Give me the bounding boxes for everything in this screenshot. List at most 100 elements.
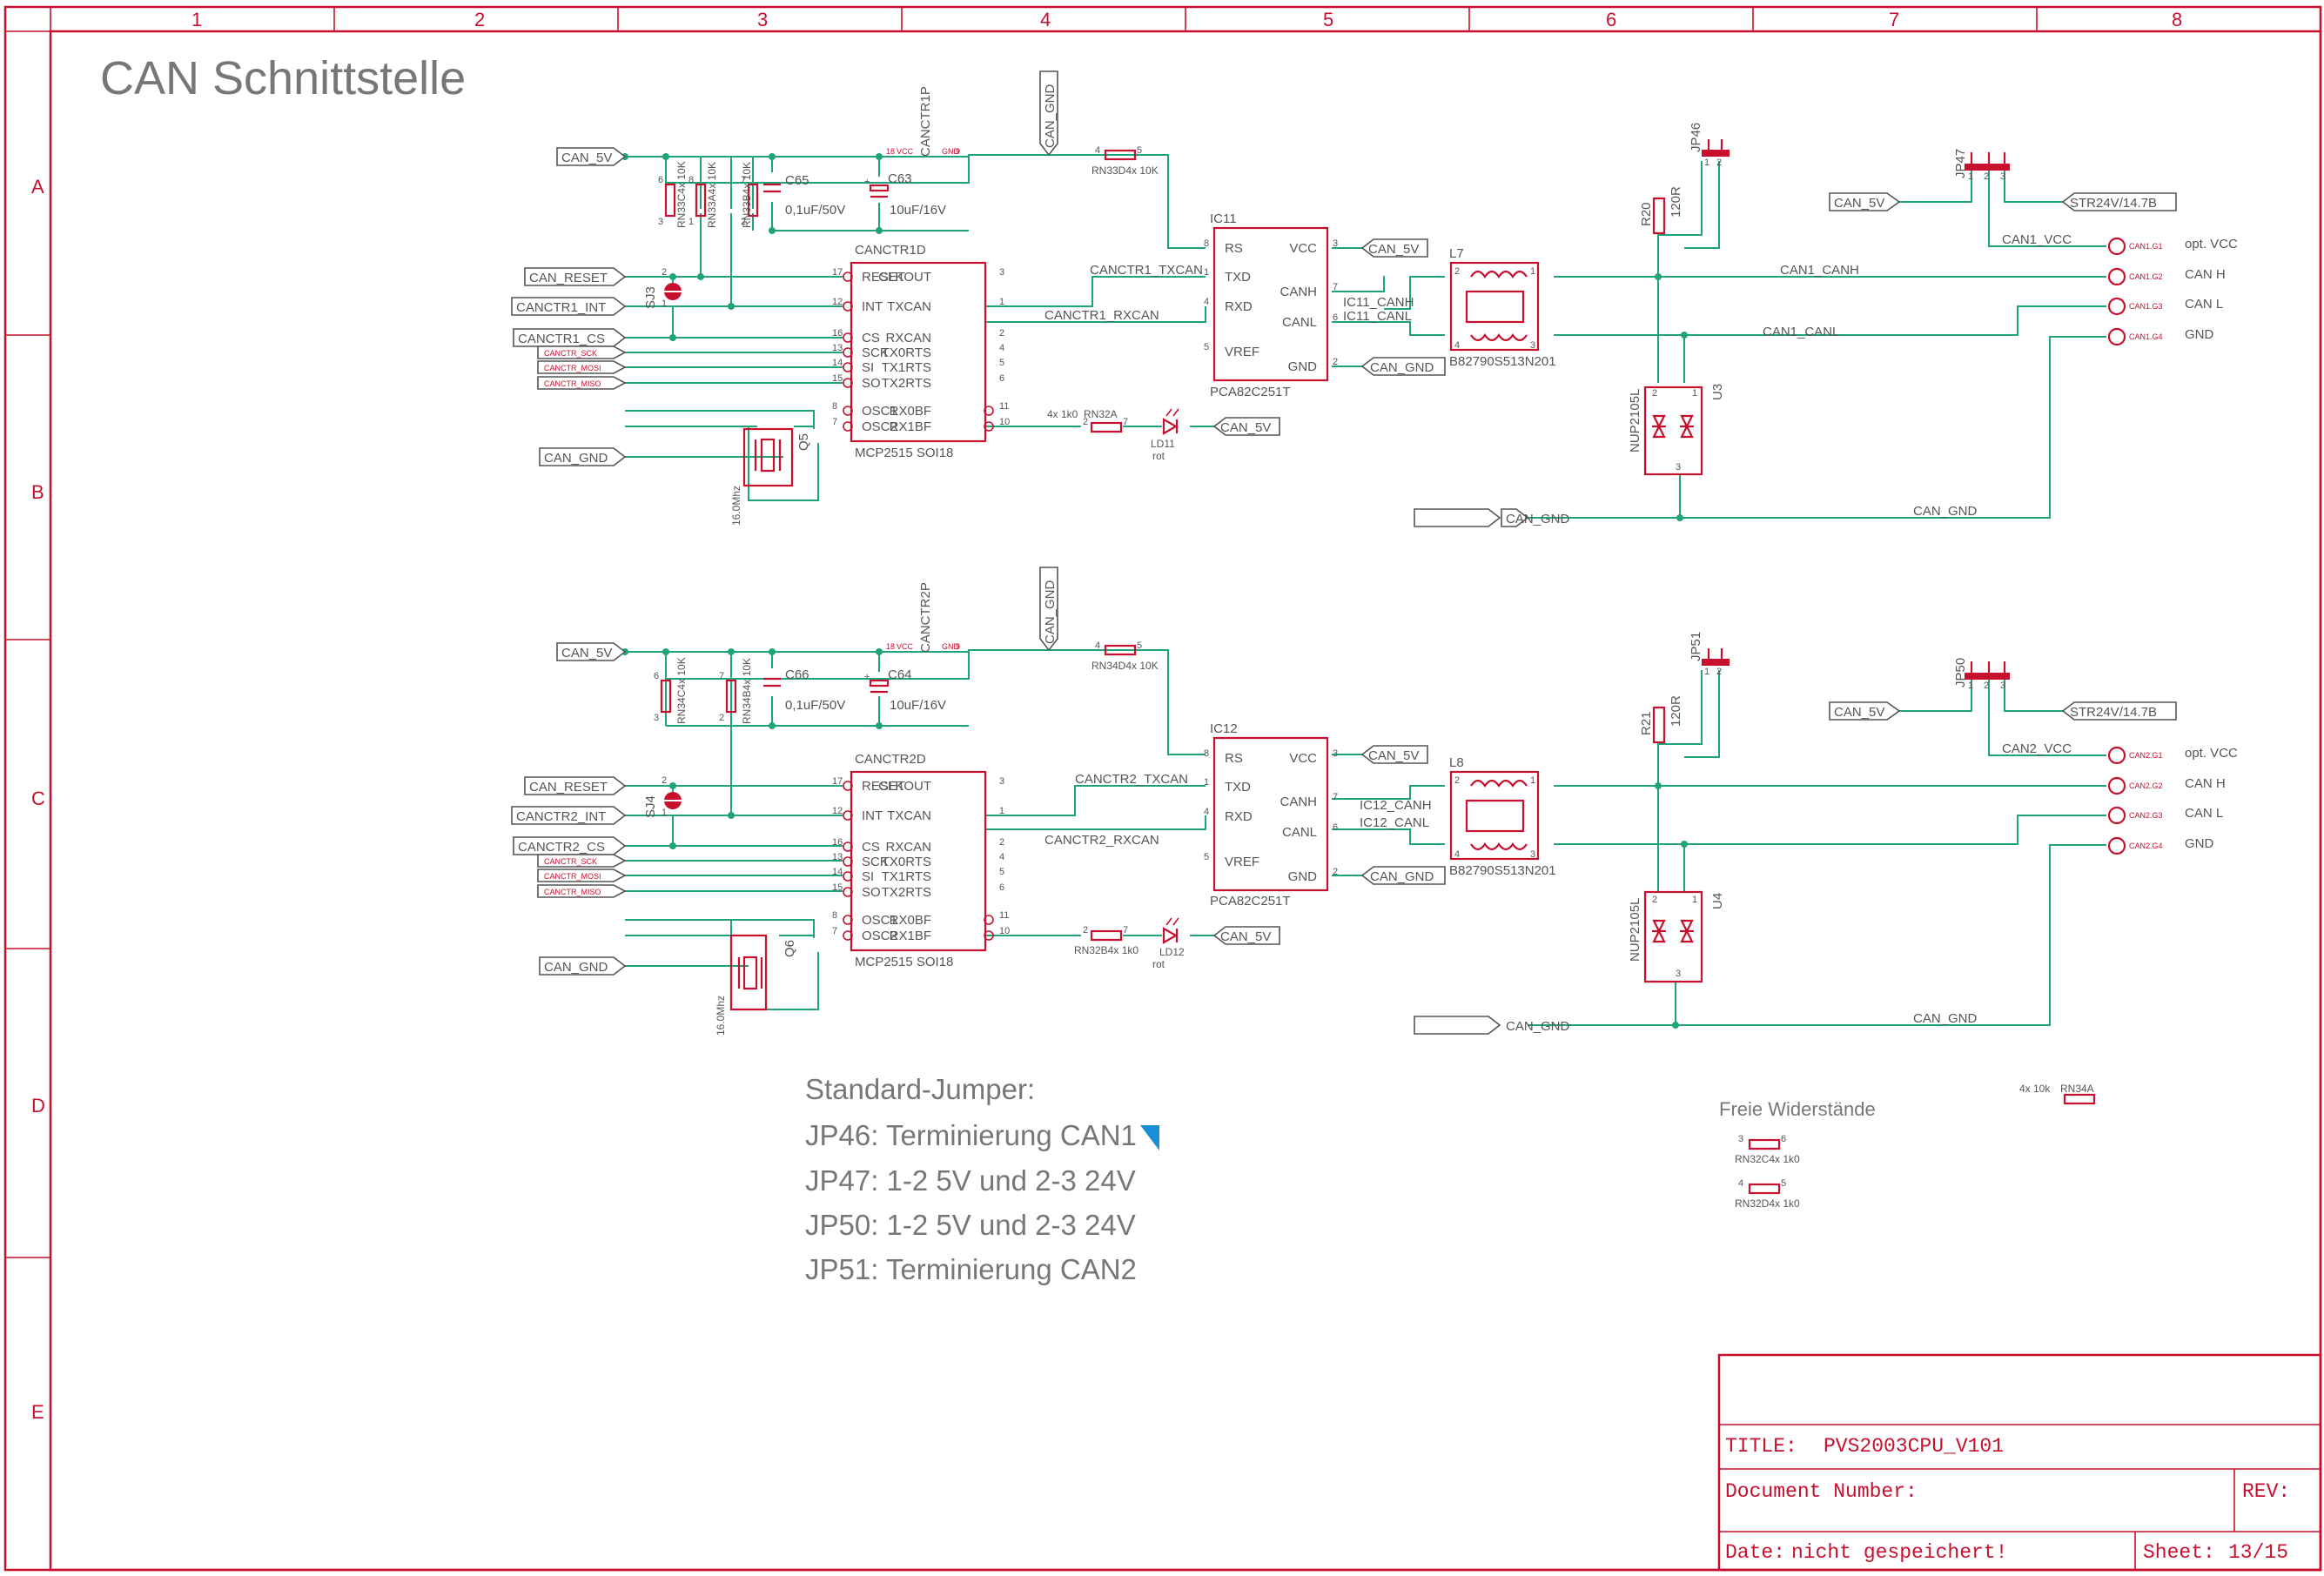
pin-name: INT — [862, 808, 883, 823]
pin-name: SCK — [862, 345, 889, 360]
notes-line-3: JP50: 1-2 5V und 2-3 24V — [805, 1209, 1136, 1241]
pin-number: 16 — [832, 837, 843, 848]
svg-text:CANCTR1_CS: CANCTR1_CS — [518, 332, 605, 346]
svg-text:RN32D4x 1k0: RN32D4x 1k0 — [1735, 1197, 1800, 1210]
svg-text:7: 7 — [719, 671, 724, 681]
svg-text:CANCTR_SCK: CANCTR_SCK — [544, 857, 597, 866]
svg-text:1: 1 — [688, 217, 694, 227]
svg-text:18: 18 — [886, 642, 895, 651]
svg-text:5: 5 — [1781, 1178, 1786, 1189]
pin-number: 1 — [999, 806, 1004, 816]
pin-number: 17 — [832, 267, 843, 278]
pin-name: CS — [862, 840, 880, 855]
document-number-label: Document Number: — [1725, 1480, 1918, 1503]
net-flag-can-gnd-top: CAN_GND — [1039, 70, 1058, 157]
free-resistors-heading: Freie Widerstände — [1719, 1098, 1876, 1120]
resistor-rn33b: 72 RN33B4x 10K — [741, 162, 759, 228]
net-label-can2-vcc: CAN2_VCC — [2002, 741, 2072, 756]
svg-text:4x 1k0: 4x 1k0 — [1047, 408, 1078, 420]
svg-text:CAN_RESET: CAN_RESET — [529, 271, 608, 285]
wires-channel-2 — [625, 618, 2106, 1026]
col-label-1: 1 — [191, 9, 202, 30]
svg-text:7: 7 — [1123, 417, 1128, 427]
ic-canctr1d-mcp2515: CANCTR1D MCP2515 SOI18 — [850, 243, 987, 460]
pin-number: 6 — [1333, 822, 1338, 833]
connector-pin-label: GND — [2185, 836, 2214, 851]
pin-number: 6 — [999, 373, 1004, 384]
connector-pin — [2107, 806, 2126, 825]
connector-pin — [2107, 836, 2126, 855]
net-flag-can-5v-pca: CAN_5V — [1360, 238, 1428, 258]
svg-text:6: 6 — [658, 175, 663, 185]
svg-text:5: 5 — [1137, 640, 1142, 651]
pin-name: TXD — [1225, 780, 1251, 795]
sheet-value: 13/15 — [2228, 1541, 2288, 1564]
pin-name: CLKOUT — [878, 779, 931, 794]
pin-number: 7 — [832, 926, 837, 936]
svg-text:CAN_5V: CAN_5V — [1220, 420, 1271, 435]
wires-channel-1 — [625, 120, 2106, 519]
svg-text:2: 2 — [719, 713, 724, 723]
pin-name: CANL — [1282, 315, 1317, 330]
connector-pin-id: CAN2.G4 — [2129, 842, 2163, 850]
svg-text:RN34D4x 10K: RN34D4x 10K — [1091, 660, 1159, 672]
svg-text:2: 2 — [1652, 388, 1657, 399]
svg-text:STR24V/14.7B: STR24V/14.7B — [2070, 705, 2157, 720]
svg-text:JP50: JP50 — [1953, 658, 1968, 687]
row-label-a: A — [31, 176, 44, 198]
resistor-r20: R20 120R — [1639, 186, 1683, 235]
svg-text:RN33C4x 10K: RN33C4x 10K — [675, 161, 688, 228]
pin-name: RX0BF — [890, 913, 931, 928]
svg-text:2: 2 — [1083, 925, 1088, 936]
pin-number: 3 — [1333, 238, 1338, 249]
row-label-e: E — [31, 1401, 44, 1423]
pin-name: RX0BF — [890, 404, 931, 419]
svg-text:5: 5 — [1137, 145, 1142, 156]
svg-text:3: 3 — [1676, 462, 1681, 473]
net-flag-can-gnd-2: CAN_GND — [539, 956, 627, 976]
net-flag-can-gnd-pca: CAN_GND — [1360, 357, 1446, 376]
net-label-can1-canh: CAN1_CANH — [1780, 263, 1859, 278]
net-flag-can-5v-jp50: CAN_5V — [1829, 701, 1901, 721]
pin-name: VREF — [1225, 855, 1259, 869]
svg-text:CANCTR_SCK: CANCTR_SCK — [544, 349, 597, 358]
connector-pin — [2107, 776, 2126, 795]
svg-text:NUP2105L: NUP2105L — [1628, 389, 1642, 453]
pin-inverter — [843, 421, 853, 432]
svg-text:RN33B4x 10K: RN33B4x 10K — [741, 162, 753, 228]
svg-text:RN34A: RN34A — [2060, 1083, 2094, 1095]
svg-text:SJ3: SJ3 — [643, 286, 658, 309]
svg-text:R21: R21 — [1639, 711, 1654, 735]
svg-text:4x 10k: 4x 10k — [2019, 1083, 2051, 1095]
net-label-ic12-canh: IC12_CANH — [1360, 798, 1432, 813]
pin-name: SCK — [862, 855, 889, 869]
pin-name: SI — [862, 360, 874, 375]
pin-inverter — [843, 856, 853, 867]
svg-text:STR24V/14.7B: STR24V/14.7B — [2070, 196, 2157, 211]
svg-text:CANCTR1D: CANCTR1D — [855, 243, 926, 258]
svg-text:1: 1 — [1704, 667, 1709, 677]
svg-text:rot: rot — [1152, 450, 1165, 462]
pin-number: 3 — [999, 776, 1004, 787]
svg-text:CAN_5V: CAN_5V — [1834, 196, 1884, 211]
pin-number: 1 — [1204, 777, 1209, 788]
svg-text:3: 3 — [658, 217, 663, 227]
pin-number: 16 — [832, 328, 843, 339]
net-label-can-gnd-bus: CAN_GND — [1913, 504, 1978, 519]
svg-text:10uF/16V: 10uF/16V — [890, 203, 946, 218]
net-flag-canctr2-int: CANCTR2_INT — [511, 806, 627, 825]
svg-text:JP46: JP46 — [1689, 123, 1703, 152]
pin-number: 12 — [832, 806, 843, 816]
pin-name: RESET — [862, 779, 905, 794]
connector-pin-id: CAN1.G3 — [2129, 302, 2163, 311]
